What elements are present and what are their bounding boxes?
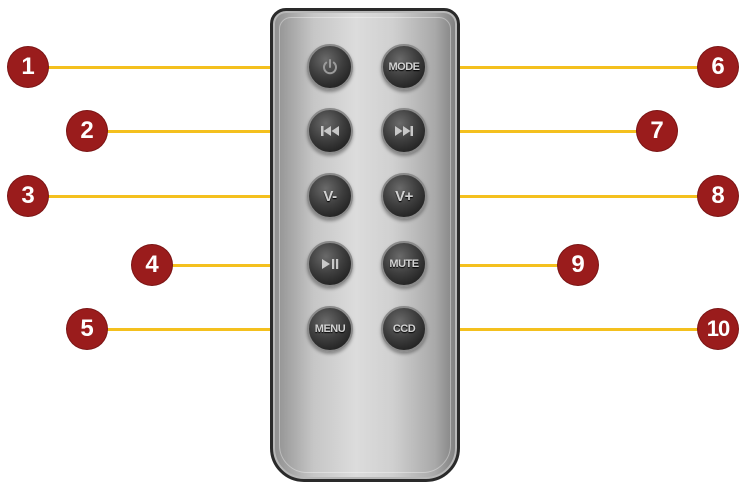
skip-next-icon <box>394 125 414 137</box>
volume-down-button[interactable]: V- <box>307 173 353 219</box>
power-button[interactable] <box>307 44 353 90</box>
menu-label: MENU <box>314 323 346 335</box>
callout-2: 2 <box>67 111 107 151</box>
volume-up-label: V+ <box>395 187 413 205</box>
callout-4: 4 <box>132 245 172 285</box>
ccd-button[interactable]: CCD <box>381 306 427 352</box>
leader-line-3 <box>46 195 308 198</box>
mute-button[interactable]: MUTE <box>381 241 427 287</box>
mode-label: MODE <box>388 61 421 73</box>
callout-5: 5 <box>67 309 107 349</box>
leader-line-6 <box>425 66 715 69</box>
leader-line-5 <box>105 328 308 331</box>
volume-down-label: V- <box>323 187 337 205</box>
leader-line-9 <box>425 264 575 267</box>
leader-line-10 <box>425 328 715 331</box>
callout-10: 10 <box>698 309 738 349</box>
play-pause-icon <box>321 258 339 270</box>
callout-8: 8 <box>698 176 738 216</box>
next-track-button[interactable] <box>381 108 427 154</box>
volume-up-button[interactable]: V+ <box>381 173 427 219</box>
callout-6: 6 <box>698 47 738 87</box>
leader-line-4 <box>170 264 308 267</box>
leader-line-7 <box>425 130 655 133</box>
callout-3: 3 <box>8 176 48 216</box>
mode-button[interactable]: MODE <box>381 44 427 90</box>
skip-previous-icon <box>320 125 340 137</box>
callout-7: 7 <box>637 111 677 151</box>
leader-line-2 <box>105 130 308 133</box>
play-pause-button[interactable] <box>307 241 353 287</box>
callout-1: 1 <box>8 47 48 87</box>
remote-control-body <box>270 8 460 482</box>
leader-line-1 <box>46 66 308 69</box>
power-icon <box>321 58 339 76</box>
ccd-label: CCD <box>392 323 416 335</box>
callout-9: 9 <box>558 245 598 285</box>
mute-label: MUTE <box>389 258 419 270</box>
previous-track-button[interactable] <box>307 108 353 154</box>
menu-button[interactable]: MENU <box>307 306 353 352</box>
leader-line-8 <box>425 195 715 198</box>
